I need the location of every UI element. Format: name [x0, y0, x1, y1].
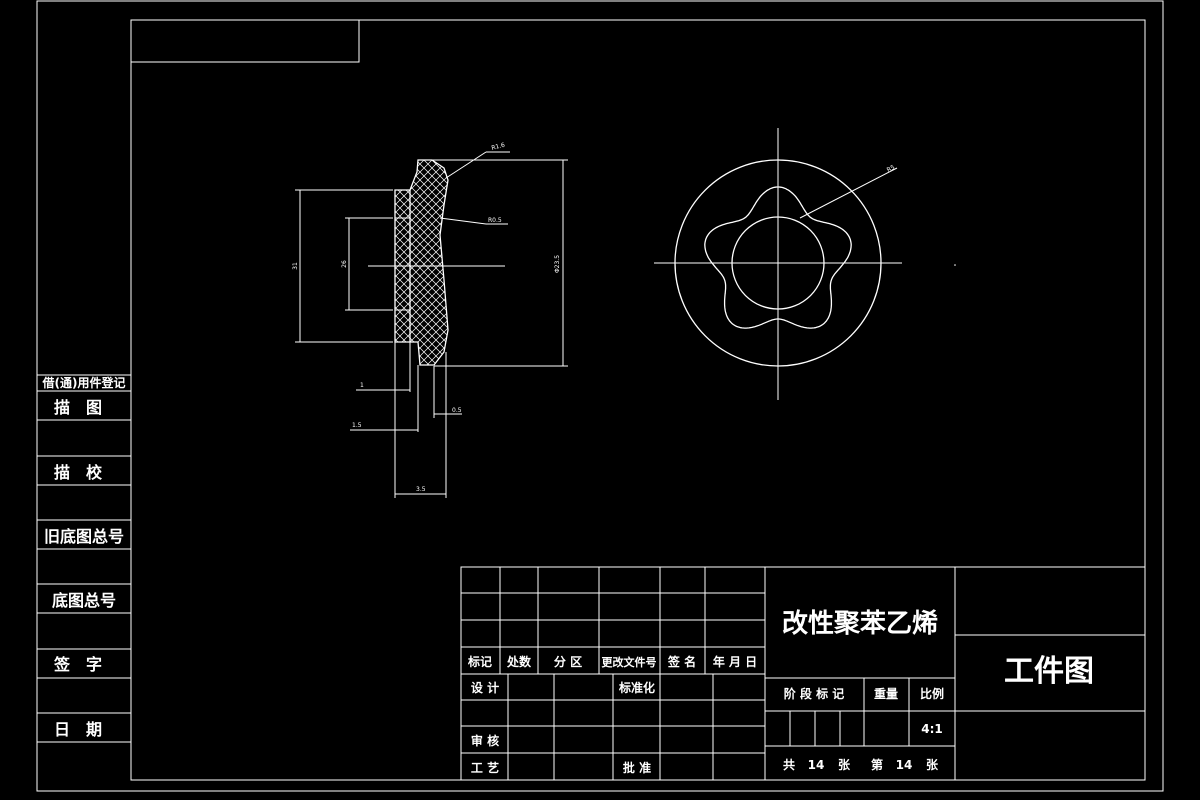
scale-value: 4:1 [921, 722, 943, 736]
role-standardization: 标准化 [618, 680, 655, 695]
section-view: 31 26 Φ23.5 R1.6 R0.5 1 1.5 0.5 3.5 [292, 142, 568, 498]
leader-inner-radius [439, 217, 487, 225]
strip-label-trace: 描 图 [54, 398, 102, 417]
dim-total-width: 3.5 [416, 486, 426, 493]
dim-end-radius: R5 [886, 164, 896, 174]
left-strip: 借(通)用件登记 描 图 描 校 旧底图总号 底图总号 签 字 日 期 [37, 374, 131, 743]
title-block: 标记 处数 分 区 更改文件号 签 名 年 月 日 设 计 标准化 审 核 工 … [460, 566, 1146, 781]
header-change-doc: 更改文件号 [602, 655, 657, 669]
section-hatch [394, 159, 449, 366]
dim-flange-step: 1 [360, 382, 364, 389]
dim-base-thickness: 1.5 [352, 422, 362, 429]
sheets-page-unit: 张 [926, 757, 939, 772]
leader-top-radius [445, 151, 487, 179]
strip-label-old-number: 旧底图总号 [44, 527, 124, 546]
sheets-total-label: 共 [783, 757, 795, 772]
sheets-page-value: 14 [896, 758, 913, 772]
role-process: 工 艺 [471, 760, 499, 775]
material-name: 改性聚苯乙烯 [782, 608, 938, 639]
strip-label-register: 借(通)用件登记 [42, 375, 126, 390]
end-view: R5 [654, 128, 956, 400]
outer-border [36, 0, 1164, 792]
header-signature: 签 名 [667, 654, 696, 669]
dim-wall: 0.5 [452, 407, 462, 414]
dim-outer-height: 31 [292, 262, 299, 270]
stray-point [954, 264, 956, 266]
dim-top-radius: R1.6 [491, 142, 506, 152]
header-count: 处数 [506, 654, 532, 669]
strip-label-sign: 签 字 [53, 655, 102, 674]
scale-label: 比例 [920, 686, 944, 701]
top-left-box [130, 19, 360, 63]
dim-inner-radius: R0.5 [488, 217, 502, 224]
sheets-page-label: 第 [871, 757, 883, 772]
sheets-unit: 张 [838, 757, 851, 772]
dim-inner-height: 26 [341, 260, 348, 268]
header-date: 年 月 日 [713, 654, 757, 669]
sheets-total-value: 14 [808, 758, 825, 772]
role-design: 设 计 [471, 680, 499, 695]
strip-label-date: 日 期 [54, 720, 102, 739]
header-zone: 分 区 [554, 654, 582, 669]
header-mark: 标记 [467, 654, 492, 669]
leader-end-radius [799, 167, 898, 219]
drawing-name: 工件图 [1004, 654, 1094, 689]
strip-label-check: 描 校 [54, 463, 103, 482]
dim-overall-dia: Φ23.5 [554, 255, 561, 273]
strip-label-base-number: 底图总号 [52, 591, 116, 610]
role-approve: 批 准 [623, 760, 651, 775]
stage-label: 阶 段 标 记 [784, 686, 845, 701]
weight-label: 重量 [874, 686, 898, 701]
role-review: 审 核 [471, 733, 499, 748]
